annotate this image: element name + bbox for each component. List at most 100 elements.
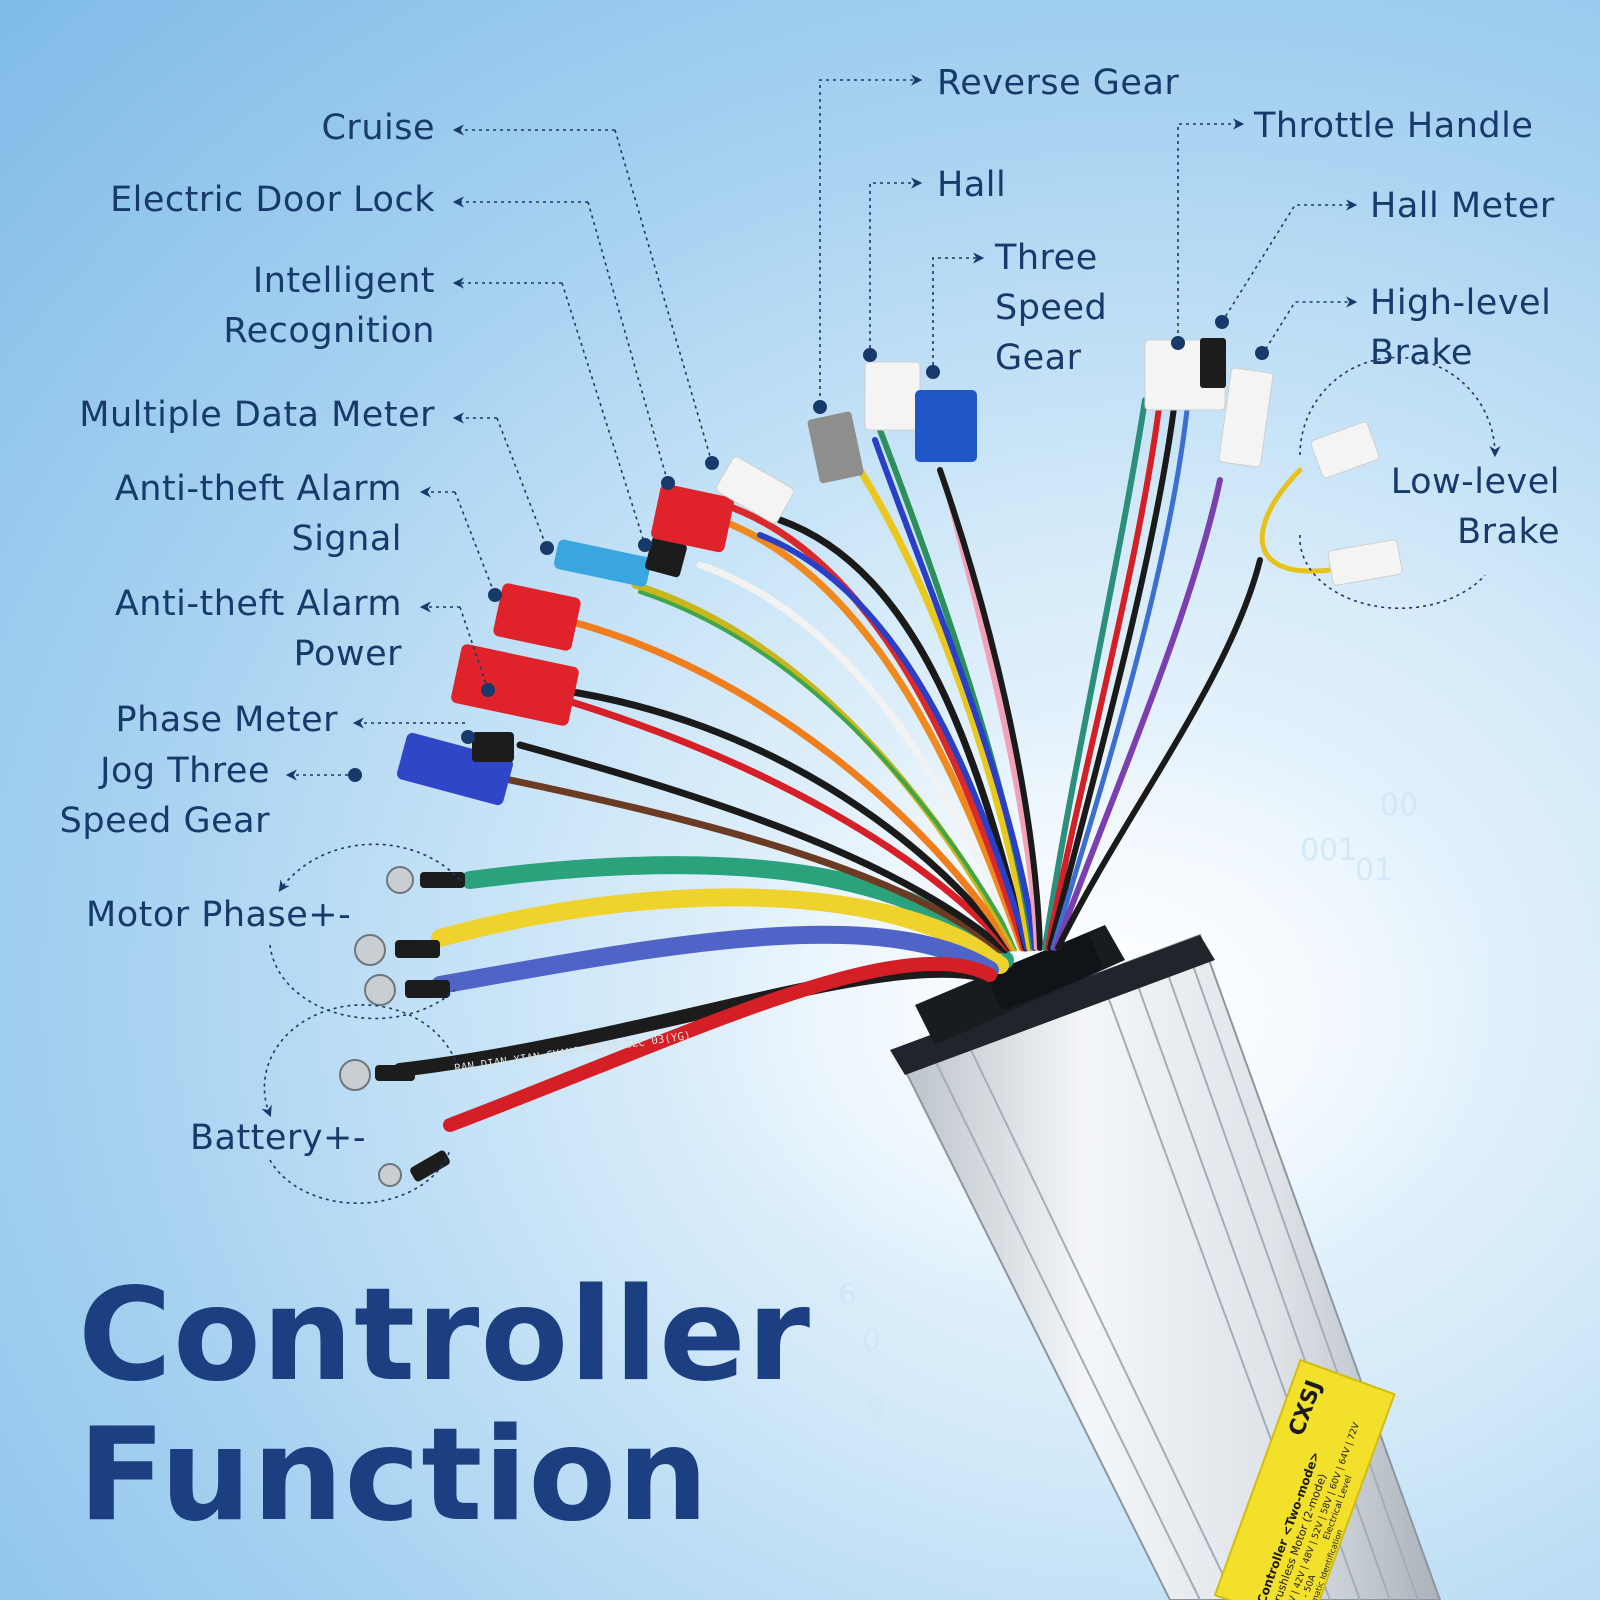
connector-multi-data-meter <box>554 539 651 587</box>
label-hall: Hall <box>937 165 1007 205</box>
wire-cruise-black <box>776 516 1030 952</box>
label-intelligent-recognition: Intelligent Recognition <box>223 256 435 356</box>
terminal-motor-1 <box>386 866 414 894</box>
svg-text:6: 6 <box>838 1278 857 1313</box>
wire-recog-white <box>696 561 1024 952</box>
wire-three-pink <box>947 497 1040 951</box>
product-label: CXSJ Controller <Two-mode> Brushless Mot… <box>1213 1358 1396 1600</box>
label-three-speed-gear: Three Speed Gear <box>995 233 1107 383</box>
wire-low-brake-yellow <box>1259 467 1333 574</box>
label-electric-door-lock: Electric Door Lock <box>110 180 435 220</box>
label-alarm-power-line2: Power <box>293 634 402 674</box>
terminal-motor-2 <box>354 934 386 966</box>
wire-battery-red <box>443 956 997 1132</box>
leader-battery-lower <box>269 1149 451 1205</box>
label-phase-meter: Phase Meter <box>115 700 338 740</box>
headline-line2: Function <box>78 1401 710 1550</box>
label-multiple-data-meter: Multiple Data Meter <box>79 395 435 435</box>
connector-hall <box>864 361 921 431</box>
label-reverse-gear: Reverse Gear <box>937 63 1180 103</box>
label-alarm-signal-line1: Anti-theft Alarm <box>114 469 402 509</box>
wire-hallmeter-blue <box>1050 377 1193 951</box>
label-intelligent-recognition-line2: Recognition <box>223 311 435 351</box>
label-low-brake-line2: Brake <box>1457 512 1560 552</box>
label-anti-theft-alarm-power: Anti-theft Alarm Power <box>115 579 402 679</box>
terminal-sleeves <box>375 872 465 1182</box>
leader-throttle-handle <box>1177 118 1245 340</box>
leader-motor-phase <box>278 843 461 892</box>
label-low-brake-line1: Low-level <box>1390 462 1560 502</box>
label-three-line2: Speed <box>995 288 1108 328</box>
label-throttle-handle: Throttle Handle <box>1254 106 1534 146</box>
leader-motor-phase-lower <box>269 944 456 1020</box>
svg-text:0: 0 <box>862 1323 881 1358</box>
wire-throttle-red <box>1045 397 1163 951</box>
label-jog-line1: Jog Three <box>100 751 270 791</box>
connector-electric-door-lock <box>651 484 734 553</box>
leader-low-level-brake <box>1299 356 1501 458</box>
connector-low-level-brake-a <box>1310 421 1380 479</box>
label-low-level-brake: Low-level Brake <box>1391 457 1560 557</box>
connector-jog-three-speed <box>397 732 513 806</box>
wire-signal-orange <box>561 616 1016 952</box>
wire-motor-blue <box>431 925 999 994</box>
wire-motor-yellow <box>431 888 1009 974</box>
svg-text:01: 01 <box>1355 853 1393 888</box>
wire-lock-orange <box>716 516 1026 952</box>
label-alarm-power-line1: Anti-theft Alarm <box>114 584 402 624</box>
leader-reverse-gear <box>819 74 923 410</box>
connector-cruise <box>716 456 794 524</box>
label-three-line1: Three <box>995 238 1098 278</box>
wire-reverse-yellow <box>856 466 1034 952</box>
connector-hall-meter <box>1200 338 1226 388</box>
connector-high-level-brake <box>1218 367 1274 468</box>
connector-low-level-brake-b <box>1327 539 1403 586</box>
wire-cruise-blue <box>757 532 1030 951</box>
connector-three-speed-gear <box>915 390 977 462</box>
label-intelligent-recognition-line1: Intelligent <box>252 261 435 301</box>
label-anti-theft-alarm-signal: Anti-theft Alarm Signal <box>115 464 402 564</box>
label-cruise: Cruise <box>321 108 435 148</box>
label-three-line3: Gear <box>995 338 1082 378</box>
label-high-level-brake: High-level Brake <box>1370 278 1551 378</box>
connector-phase-meter <box>472 732 514 762</box>
label-alarm-signal-line2: Signal <box>291 519 402 559</box>
callout-dots <box>348 315 1269 782</box>
wire-phase-black <box>516 741 1009 954</box>
label-motor-phase: Motor Phase+- <box>86 895 352 935</box>
leader-hall-meter <box>1221 199 1358 323</box>
connector-intelligent-recognition <box>645 536 687 578</box>
wire-lock-red <box>721 501 1028 952</box>
headline-line1: Controller <box>78 1261 811 1410</box>
wire-throttle-green <box>1042 397 1148 951</box>
wire-jog-brown <box>506 776 1004 954</box>
callout-leaders <box>261 74 1501 1205</box>
wire-high-brake-purple <box>1053 477 1223 951</box>
wire-data-green <box>638 590 1019 950</box>
wire-low-brake-black <box>1055 557 1263 951</box>
leader-battery <box>261 1004 456 1118</box>
leader-low-level-brake-lower <box>1299 534 1486 610</box>
connector-alarm-signal <box>493 583 581 651</box>
label-battery: Battery+- <box>190 1118 366 1158</box>
wire-alarm-black <box>556 686 1014 952</box>
label-high-brake-line2: Brake <box>1370 333 1473 373</box>
ring-terminals <box>339 866 414 1187</box>
connector-alarm-power <box>451 644 579 726</box>
label-high-brake-line1: High-level <box>1370 283 1552 323</box>
wire-bundle <box>393 377 1333 1132</box>
leader-high-level-brake <box>1261 296 1358 356</box>
svg-text:00: 00 <box>1380 788 1418 823</box>
connectors <box>397 338 1403 806</box>
label-hall-meter: Hall Meter <box>1370 186 1555 226</box>
terminal-motor-3 <box>364 974 396 1006</box>
label-jog-line2: Speed Gear <box>59 801 270 841</box>
wire-alarm-red <box>561 696 1012 952</box>
leader-hall <box>869 177 923 355</box>
wire-throttle-black <box>1047 397 1178 951</box>
svg-text:9: 9 <box>866 1391 885 1426</box>
leader-three-speed-gear <box>932 252 985 372</box>
